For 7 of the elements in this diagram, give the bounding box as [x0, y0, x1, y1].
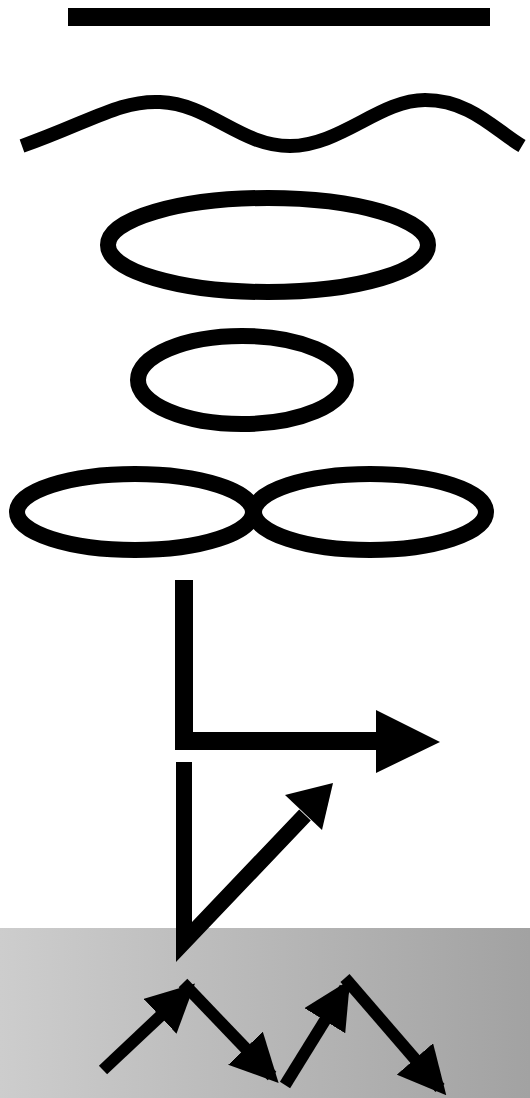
angle-arrow-drawing	[176, 762, 333, 962]
ellipse	[130, 328, 354, 432]
corner-arrow-drawing	[175, 580, 440, 773]
zigzag-arrows-drawing	[98, 974, 447, 1096]
wavy-line	[19, 93, 526, 153]
ellipse	[100, 190, 436, 300]
straight-bar	[68, 8, 490, 26]
